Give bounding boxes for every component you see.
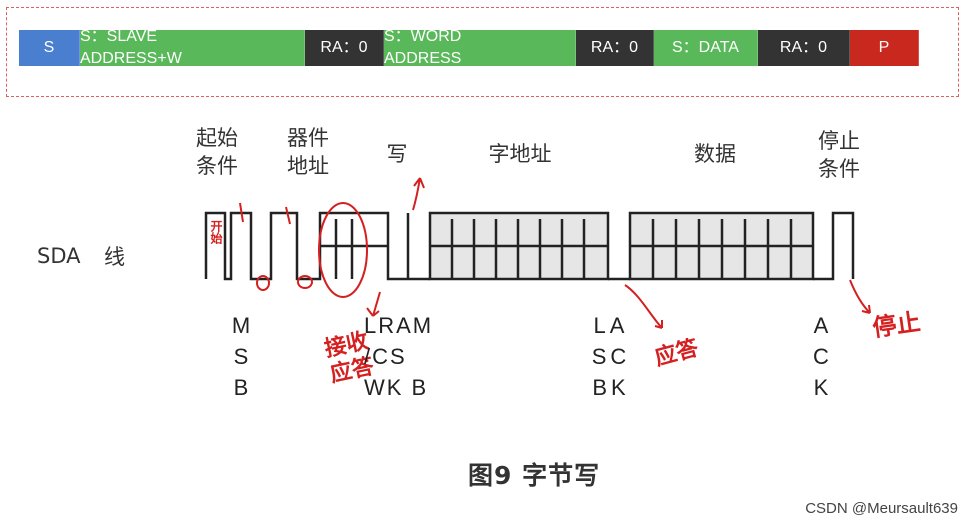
seg-ack-2: RA：0 xyxy=(576,30,654,66)
sda-signal-path xyxy=(204,211,855,281)
word-lsb-ack-marker: LA SC BK xyxy=(588,310,634,403)
lsb-rw-line2: /CS xyxy=(364,344,407,369)
device-address-bits xyxy=(320,219,388,279)
device-label-line1: 器件 xyxy=(287,126,329,150)
figure-caption: 图9 字节写 xyxy=(468,461,601,490)
seg-slave-line1: S：SLAVE xyxy=(80,30,158,45)
lsb-rw-line3: WK B xyxy=(364,375,429,400)
device-address-label: 器件 地址 xyxy=(281,124,335,180)
ack-k: K xyxy=(813,375,829,400)
seg-start: S xyxy=(19,30,80,66)
word-lsb-line3: BK xyxy=(592,375,630,400)
device-label-line2: 地址 xyxy=(287,154,329,178)
handwritten-marks xyxy=(239,177,871,329)
frame-format-box xyxy=(6,7,959,97)
lsb-rw-line1: LRAM xyxy=(364,313,434,338)
msb-b: B xyxy=(233,375,249,400)
msb-s: S xyxy=(233,344,249,369)
stop-handnote: 停止 xyxy=(870,306,923,343)
start-condition-label: 起始 条件 xyxy=(190,124,244,180)
stop-label-line1: 停止 xyxy=(818,129,860,153)
seg-ack-1: RA：0 xyxy=(305,30,384,66)
word-address-bits xyxy=(430,219,608,279)
stop-label-line2: 条件 xyxy=(818,157,860,181)
seg-word-address: S：WORD ADDRESS xyxy=(384,30,576,66)
frame-format-bar: S S：SLAVE ADDRESS+W RA：0 S：WORD ADDRESS … xyxy=(19,30,919,66)
sda-line-label: 线 xyxy=(104,245,125,269)
stop-condition-label: 停止 条件 xyxy=(812,127,866,183)
data-label: 数据 xyxy=(694,142,736,166)
ack-a: A xyxy=(813,313,829,338)
msb-m: M xyxy=(231,313,251,338)
seg-word-line2: ADDRESS xyxy=(384,50,462,66)
msb-marker: M S B xyxy=(226,310,256,403)
seg-stop: P xyxy=(850,30,919,66)
seg-data-label: S：DATA xyxy=(672,39,739,56)
seg-ack-1-label: RA：0 xyxy=(320,39,368,56)
lsb-rw-marker: LRAM /CS WK B xyxy=(364,310,456,403)
seg-slave-line2: ADDRESS+W xyxy=(80,50,182,66)
sda-label: SDA xyxy=(37,244,81,268)
word-lsb-line2: SC xyxy=(591,344,631,369)
seg-stop-label: P xyxy=(878,39,890,56)
data-bits xyxy=(630,219,813,279)
start-label-line1: 起始 xyxy=(196,126,238,150)
start-handnote: 开始 xyxy=(209,220,223,244)
seg-ack-3: RA：0 xyxy=(758,30,850,66)
watermark: CSDN @Meursault639 xyxy=(805,500,958,517)
write-label: 写 xyxy=(386,142,408,166)
seg-data: S：DATA xyxy=(654,30,758,66)
start-label-line2: 条件 xyxy=(196,154,238,178)
seg-start-label: S xyxy=(43,39,55,56)
data-ack-marker: A C K xyxy=(806,310,836,403)
seg-word-line1: S：WORD xyxy=(384,30,462,45)
seg-slave-address: S：SLAVE ADDRESS+W xyxy=(80,30,305,66)
ack-c: C xyxy=(813,344,829,369)
seg-ack-3-label: RA：0 xyxy=(779,39,828,56)
seg-ack-2-label: RA：0 xyxy=(590,39,639,56)
word-address-label: 字地址 xyxy=(488,142,552,166)
word-lsb-line1: LA xyxy=(593,313,629,338)
